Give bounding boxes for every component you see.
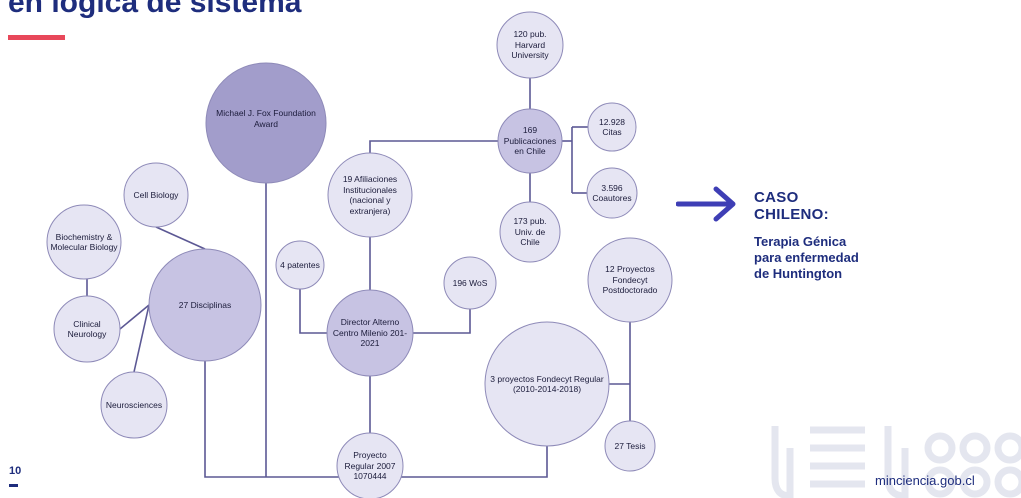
node-citas-circle bbox=[587, 102, 637, 152]
node-proyecto-circle bbox=[336, 432, 404, 498]
slide-title: en lógica de sistema bbox=[8, 0, 302, 19]
connector-line bbox=[369, 140, 498, 153]
node-patentes-circle bbox=[275, 240, 325, 290]
connector-line bbox=[119, 304, 150, 330]
page-number: 10 bbox=[9, 465, 22, 477]
case-heading: CASO CHILENO: bbox=[754, 189, 829, 223]
node-wos-circle bbox=[443, 256, 497, 310]
node-publicaciones-circle bbox=[497, 108, 563, 174]
page-number-bar bbox=[9, 484, 18, 487]
node-fox-circle bbox=[205, 62, 327, 184]
node-afiliaciones-circle bbox=[327, 152, 413, 238]
connector-line bbox=[299, 289, 327, 334]
node-biochem-circle bbox=[46, 204, 122, 280]
node-neuro-circle bbox=[100, 371, 168, 439]
connector-line bbox=[413, 309, 471, 334]
node-coautores-circle bbox=[586, 167, 638, 219]
node-disciplinas-circle bbox=[148, 248, 262, 362]
node-circles bbox=[46, 11, 673, 498]
footer-url: minciencia.gob.cl bbox=[875, 473, 975, 488]
node-tesis-circle bbox=[604, 420, 656, 472]
node-director-circle bbox=[326, 289, 414, 377]
node-uchile-circle bbox=[499, 201, 561, 263]
connector-line bbox=[133, 304, 150, 373]
node-cell-circle bbox=[123, 162, 189, 228]
node-clinical-circle bbox=[53, 295, 121, 363]
case-subtitle: Terapia Génica para enfermedad de Huntin… bbox=[754, 234, 859, 281]
title-underline bbox=[8, 35, 65, 40]
right-arrow-icon bbox=[676, 186, 736, 222]
node-fondecyt_reg-circle bbox=[484, 321, 610, 447]
node-harvard-circle bbox=[496, 11, 564, 79]
node-fondecyt_post-circle bbox=[587, 237, 673, 323]
connector-line bbox=[155, 226, 206, 250]
ministry-logo-watermark bbox=[771, 426, 1021, 498]
